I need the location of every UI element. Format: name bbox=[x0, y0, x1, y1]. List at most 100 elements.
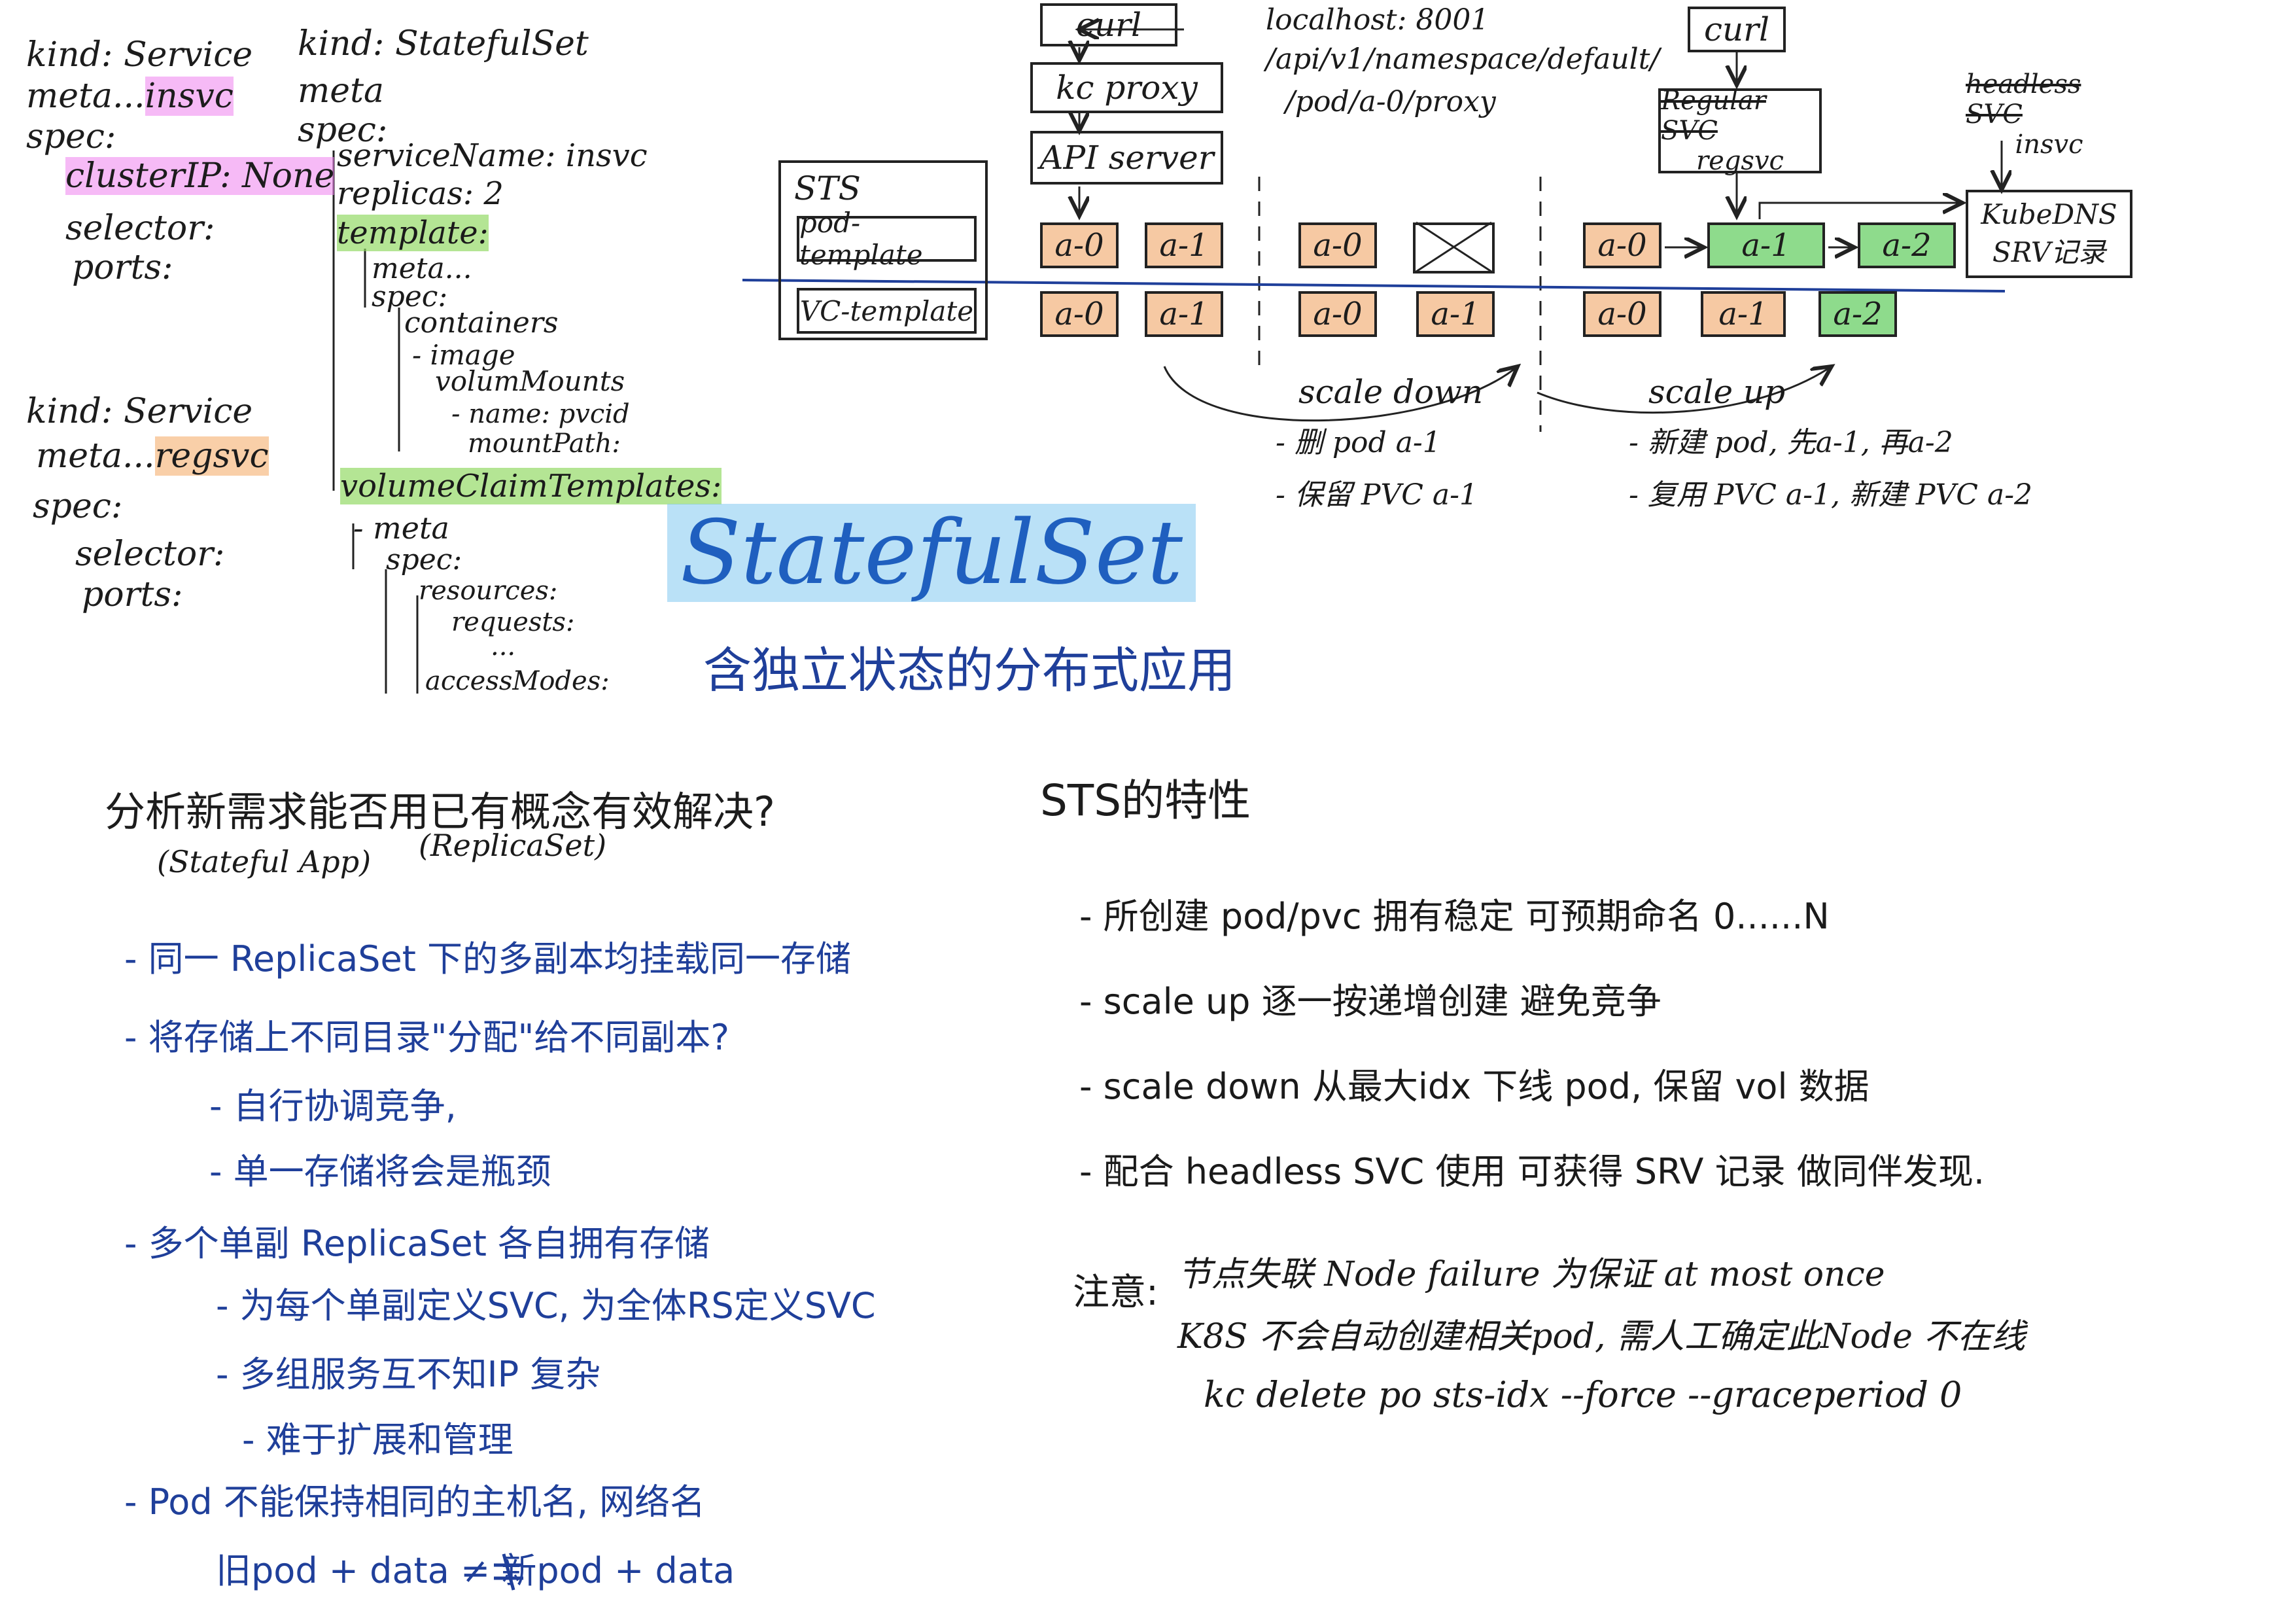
vct-meta: - meta bbox=[353, 510, 449, 546]
sts-service-name: serviceName: insvc bbox=[337, 137, 648, 174]
analysis-item-3: - 单一存储将会是瓶颈 bbox=[209, 1151, 551, 1192]
feature-item-3: - 配合 headless SVC 使用 可获得 SRV 记录 做同伴发现. bbox=[1079, 1151, 1985, 1192]
srv-record-label: SRV记录 bbox=[1992, 236, 2106, 268]
analysis-question: 分析新需求能否用已有概念有效解决? bbox=[105, 788, 775, 836]
sts-label: STS bbox=[794, 169, 861, 207]
scale-up-step-1: - 新建 pod, 先a-1, 再a-2 bbox=[1629, 426, 1953, 459]
analysis-note-left: (Stateful App) bbox=[157, 844, 372, 879]
features-note-label: 注意: bbox=[1073, 1271, 1158, 1314]
group3-pod-a1: a-1 bbox=[1707, 222, 1825, 268]
feature-item-2: - scale down 从最大idx 下线 pod, 保留 vol 数据 bbox=[1079, 1066, 1870, 1107]
analysis-item-4: - 多个单副 ReplicaSet 各自拥有存储 bbox=[124, 1223, 710, 1264]
vct-requests: requests: bbox=[451, 607, 575, 637]
regular-svc-label: Regular SVC bbox=[1661, 86, 1766, 146]
regsvc-selector: selector: bbox=[75, 535, 225, 574]
group2-deleted-pod bbox=[1413, 222, 1495, 274]
insvc-ports: ports: bbox=[72, 248, 173, 287]
regsvc-meta-prefix: meta... bbox=[36, 436, 155, 476]
regsvc-meta-name: regsvc bbox=[154, 436, 269, 476]
proxy-url-line-2: /api/v1/namespace/default/ bbox=[1266, 43, 1660, 76]
template-meta: meta... bbox=[372, 252, 472, 285]
vct-dots: ... bbox=[491, 631, 516, 662]
template-image: - image bbox=[412, 339, 515, 371]
sts-kind: kind: StatefulSet bbox=[298, 24, 589, 63]
feature-item-0: - 所创建 pod/pvc 拥有稳定 可预期命名 0......N bbox=[1079, 896, 1830, 937]
analysis-item-1: - 将存储上不同目录"分配"给不同副本? bbox=[124, 1017, 729, 1058]
curl-box-right: curl bbox=[1688, 7, 1786, 52]
group1-pvc-a1: a-1 bbox=[1145, 291, 1223, 337]
analysis-item-2: - 自行协调竞争, bbox=[209, 1086, 457, 1127]
group1-pvc-a0: a-0 bbox=[1040, 291, 1119, 337]
kubedns-label: KubeDNS bbox=[1981, 198, 2117, 230]
features-heading: STS的特性 bbox=[1040, 775, 1251, 826]
sts-volume-claim-templates: volumeClaimTemplates: bbox=[340, 468, 722, 504]
regsvc-spec: spec: bbox=[33, 487, 123, 526]
curl-box-left: curl bbox=[1040, 3, 1177, 46]
template-volume-mounts: volumMounts bbox=[435, 365, 625, 397]
analysis-item-5: - 为每个单副定义SVC, 为全体RS定义SVC bbox=[216, 1285, 876, 1326]
kubedns-box: KubeDNS SRV记录 bbox=[1966, 190, 2132, 278]
group3-pvc-a0: a-0 bbox=[1583, 291, 1661, 337]
scale-up-arc bbox=[1537, 366, 1832, 414]
page-title: StatefulSet bbox=[667, 504, 1196, 602]
vc-template-box: VC-template bbox=[797, 288, 977, 334]
pod-template-box: pod-template bbox=[797, 207, 977, 271]
regsvc-label: regsvc bbox=[1696, 146, 1784, 176]
insvc-meta: meta...insvc bbox=[26, 77, 234, 116]
proxy-url-line-3: /pod/a-0/proxy bbox=[1285, 85, 1496, 118]
group2-pod-a0: a-0 bbox=[1298, 222, 1377, 268]
sts-replicas: replicas: 2 bbox=[337, 175, 504, 212]
scale-down-arc bbox=[1163, 366, 1518, 422]
group2-pvc-a0: a-0 bbox=[1298, 291, 1377, 337]
scale-down-label: scale down bbox=[1298, 373, 1484, 411]
regsvc-kind: kind: Service bbox=[26, 392, 253, 431]
api-server-box: API server bbox=[1030, 131, 1223, 185]
vct-spec: spec: bbox=[386, 543, 462, 576]
regsvc-meta: meta...regsvc bbox=[36, 436, 269, 476]
template-mount-path: mountPath: bbox=[468, 429, 621, 459]
sts-box: STS bbox=[778, 160, 988, 340]
insvc-spec: spec: bbox=[26, 117, 116, 156]
analysis-note-right: (ReplicaSet) bbox=[419, 828, 607, 863]
group1-pod-a0: a-0 bbox=[1040, 222, 1119, 268]
deleted-pod-cross-2 bbox=[1416, 221, 1492, 273]
page-subtitle: 含独立状态的分布式应用 bbox=[703, 643, 1236, 699]
headless-svc-label: headless SVC bbox=[1966, 69, 2081, 130]
proxy-url-line-1: localhost: 8001 bbox=[1266, 3, 1489, 37]
group2-pvc-a1: a-1 bbox=[1416, 291, 1495, 337]
insvc-label: insvc bbox=[2015, 130, 2083, 160]
group3-pvc-a1: a-1 bbox=[1701, 291, 1786, 337]
analysis-item-6: - 多组服务互不知IP 复杂 bbox=[216, 1354, 601, 1395]
scale-up-label: scale up bbox=[1648, 373, 1786, 411]
group3-pod-a2: a-2 bbox=[1858, 222, 1956, 268]
template-vm-name: - name: pvcid bbox=[451, 399, 630, 429]
regsvc-ports: ports: bbox=[82, 575, 183, 614]
group3-pod-a0: a-0 bbox=[1583, 222, 1661, 268]
kc-proxy-box: kc proxy bbox=[1030, 62, 1223, 113]
not-equal-icon bbox=[494, 1553, 523, 1591]
analysis-item-9: 旧pod + data ≠ 新pod + data bbox=[216, 1550, 735, 1591]
insvc-clusterip: clusterIP: None bbox=[65, 156, 335, 196]
template-spec: spec: bbox=[372, 280, 448, 313]
sts-spec: spec: bbox=[298, 111, 388, 150]
scale-down-step-2: - 保留 PVC a-1 bbox=[1276, 478, 1478, 512]
feature-item-1: - scale up 逐一按递增创建 避免竞争 bbox=[1079, 981, 1661, 1022]
features-note-2: K8S 不会自动创建相关pod, 需人工确定此Node 不在线 bbox=[1177, 1317, 2026, 1356]
insvc-meta-prefix: meta... bbox=[26, 77, 145, 116]
insvc-selector: selector: bbox=[65, 209, 215, 248]
analysis-item-8: - Pod 不能保持相同的主机名, 网络名 bbox=[124, 1481, 706, 1523]
template-containers: containers bbox=[404, 306, 559, 340]
sts-template: template: bbox=[337, 215, 489, 251]
features-note-1: 节点失联 Node failure 为保证 at most once bbox=[1177, 1255, 1885, 1294]
pod-pvc-divider bbox=[742, 279, 2006, 292]
sts-meta: meta bbox=[298, 71, 384, 111]
analysis-item-0: - 同一 ReplicaSet 下的多副本均挂载同一存储 bbox=[124, 938, 852, 980]
analysis-item-7: - 难于扩展和管理 bbox=[242, 1419, 513, 1460]
group1-pod-a1: a-1 bbox=[1145, 222, 1223, 268]
insvc-meta-name: insvc bbox=[145, 77, 234, 116]
vct-access-modes: accessModes: bbox=[425, 666, 610, 696]
group3-pvc-a2: a-2 bbox=[1818, 291, 1897, 337]
